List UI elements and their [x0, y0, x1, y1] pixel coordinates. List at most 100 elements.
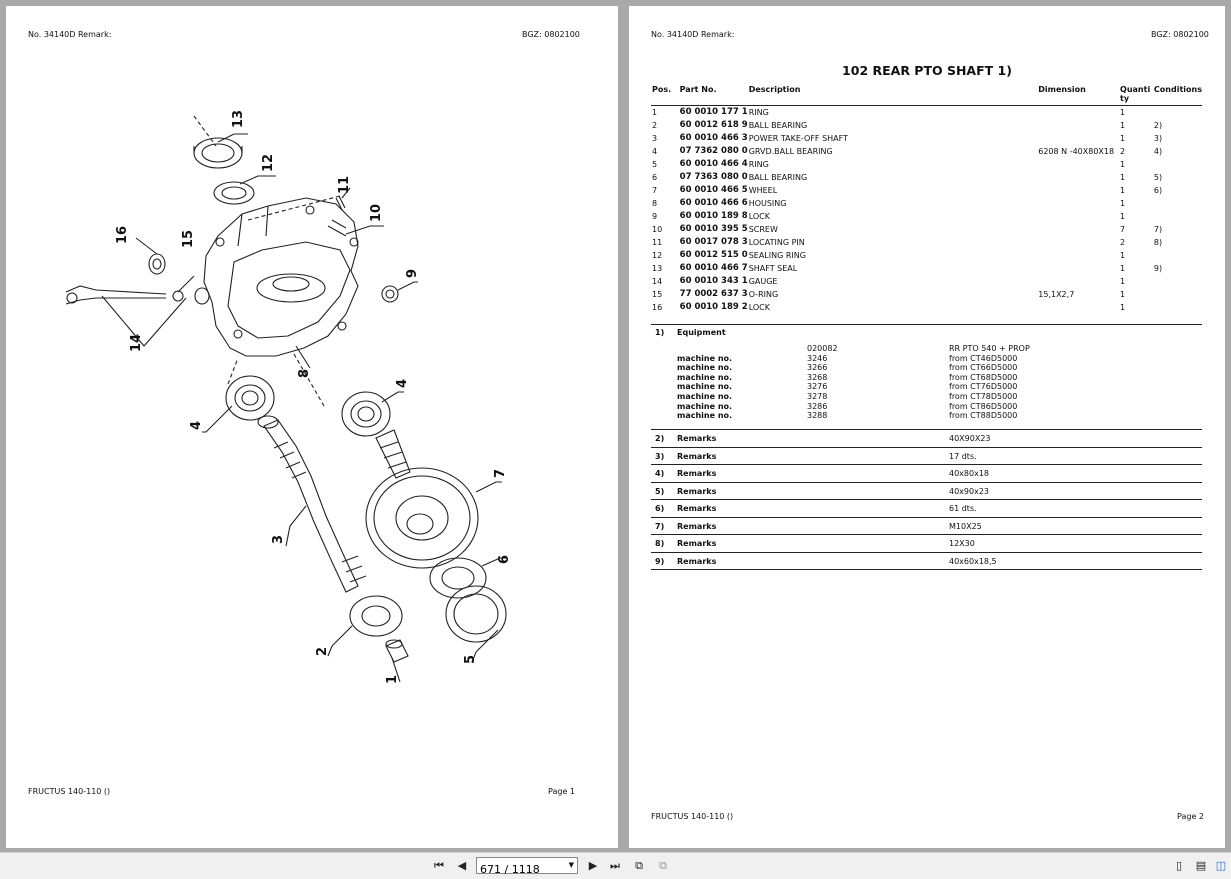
quantity-cell: 7	[1120, 225, 1126, 234]
dimension-cell: 15,1X2,7	[1038, 290, 1075, 299]
conditions-cell	[1153, 158, 1202, 171]
col-header-quantity: Quanti ty	[1119, 85, 1153, 106]
machine-code: 3266	[807, 363, 828, 373]
first-page-icon[interactable]: ⏮	[434, 859, 444, 872]
description-cell: GRVD.BALL BEARING	[748, 147, 833, 156]
part-no-cell: 60 0010 177 1	[679, 107, 748, 117]
pos-cell: 11	[652, 238, 663, 247]
description-cell: RING	[748, 160, 769, 169]
page-footer-right: Page 2	[1177, 812, 1204, 821]
conditions-cell	[1153, 210, 1202, 223]
part-no-cell: 60 0012 618 9	[679, 120, 748, 130]
note-number: 4)	[655, 469, 665, 478]
description-cell: O-RING	[748, 290, 779, 299]
next-page-icon[interactable]: ▶	[588, 859, 598, 872]
part-no-cell: 60 0010 466 6	[679, 198, 748, 208]
machine-value: from CT76D5000	[949, 382, 1018, 392]
callout-5: 5	[463, 655, 478, 664]
note-label: Remarks	[677, 504, 717, 513]
description-cell: SCREW	[748, 225, 778, 234]
description-cell: BALL BEARING	[748, 173, 808, 182]
note-number: 1)	[655, 328, 665, 337]
part-no-cell: 60 0010 466 4	[679, 159, 748, 169]
callout-7: 7	[493, 469, 508, 478]
pos-cell: 2	[652, 121, 658, 130]
dimension-cell	[1037, 301, 1119, 314]
note-number: 5)	[655, 486, 665, 496]
machine-code: 020082	[807, 344, 838, 353]
machine-label: machine no.	[677, 372, 733, 382]
dimension-cell	[1037, 119, 1119, 132]
callout-14: 14	[129, 334, 144, 352]
copy-page-icon[interactable]: ⧉	[659, 859, 667, 872]
prev-page-icon[interactable]: ◀	[457, 859, 467, 872]
dimension-cell	[1037, 223, 1119, 236]
machine-label: machine no.	[677, 401, 733, 411]
page-number-input[interactable]	[477, 862, 564, 877]
description-cell: GAUGE	[748, 277, 778, 286]
callout-16: 16	[115, 226, 130, 244]
part-no-cell: 60 0010 466 7	[679, 263, 748, 273]
last-page-icon[interactable]: ⏭	[610, 859, 620, 872]
machine-code: 3286	[807, 401, 828, 411]
conditions-cell	[1153, 301, 1202, 314]
pos-cell: 3	[652, 134, 658, 143]
machine-label: machine no.	[677, 353, 733, 363]
description-cell: POWER TAKE-OFF SHAFT	[748, 134, 848, 143]
description-cell: LOCATING PIN	[748, 238, 805, 247]
part-no-cell: 60 0012 515 0	[679, 250, 748, 260]
continuous-page-icon[interactable]: ▤	[1195, 859, 1207, 872]
page-number-box[interactable]: ▼	[476, 857, 578, 877]
pos-cell: 16	[652, 303, 663, 312]
chevron-down-icon[interactable]: ▼	[568, 861, 574, 869]
note-label: Remarks	[677, 434, 717, 443]
machine-label: machine no.	[677, 382, 733, 392]
part-no-cell: 60 0010 189 2	[679, 302, 748, 312]
note-value: M10X25	[949, 521, 982, 531]
conditions-cell: 2)	[1153, 121, 1163, 130]
note-value: 17 dts.	[949, 451, 977, 461]
pos-cell: 6	[652, 173, 658, 182]
note-label: Remarks	[677, 556, 717, 566]
description-cell: WHEEL	[748, 186, 778, 195]
machine-code: 3246	[807, 353, 828, 363]
part-no-cell: 60 0010 395 5	[679, 224, 748, 234]
part-no-cell: 07 7363 080 0	[679, 172, 748, 182]
description-cell: SHAFT SEAL	[748, 264, 798, 273]
single-page-icon[interactable]: ▯	[1175, 859, 1183, 872]
col-header-dimension: Dimension	[1037, 85, 1120, 106]
pos-cell: 10	[652, 225, 663, 234]
two-page-icon[interactable]: ◫	[1215, 859, 1227, 872]
rotate-icon[interactable]: ⧉	[635, 859, 643, 872]
part-no-cell: 60 0017 078 3	[679, 237, 748, 247]
callout-1: 1	[385, 675, 400, 684]
dimension-cell	[1037, 249, 1119, 262]
note-number: 9)	[655, 556, 665, 566]
description-cell: SEALING RING	[748, 251, 806, 260]
conditions-cell	[1153, 275, 1202, 288]
page-footer-left: FRUCTUS 140-110 ()	[651, 812, 734, 821]
machine-value: from CT86D5000	[949, 401, 1018, 411]
pos-cell: 1	[652, 108, 658, 117]
note-number: 2)	[655, 434, 665, 443]
note-value: 12X30	[949, 539, 975, 548]
parts-table: Pos. Part No. Description Dimension Quan…	[651, 85, 1202, 314]
dimension-cell	[1037, 184, 1119, 197]
